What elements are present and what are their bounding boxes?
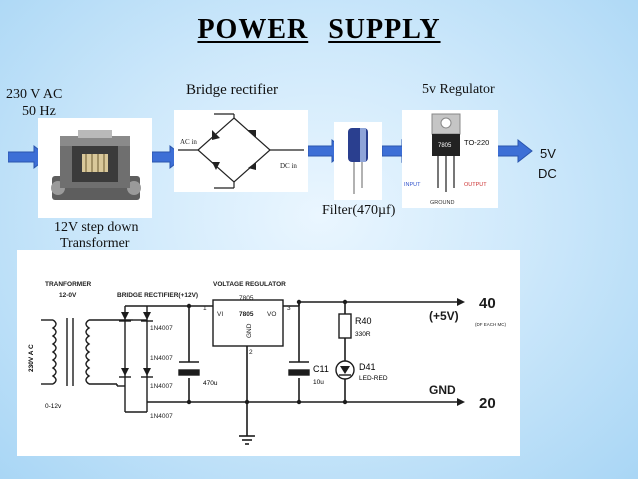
schematic-led-name: D41 xyxy=(359,362,376,372)
schematic-pin-gnd: GND xyxy=(246,323,253,338)
schematic-transformer-rating: 12-0V xyxy=(59,292,77,299)
schematic-primary-label: 230V A C xyxy=(28,344,35,372)
schematic-regulator-part: 7805 xyxy=(239,295,254,302)
regulator-package-text: TO-220 xyxy=(464,138,489,147)
regulator-ground-text: GROUND xyxy=(430,200,454,206)
schematic-res-value: 330R xyxy=(355,331,371,338)
schematic-cap2-name: C11 xyxy=(313,364,329,374)
filter-label: Filter(470µf) xyxy=(322,203,396,218)
schematic-pin-20: 20 xyxy=(479,395,496,412)
filter-capacitor-image xyxy=(334,122,382,200)
schematic-diode-1: 1N4007 xyxy=(150,325,173,332)
schematic-diagram: TRANFORMER 12-0V BRIDGE RECTIFIER(+12V) … xyxy=(17,250,520,456)
title-word-power: POWER xyxy=(197,14,309,45)
arrow-regulator-to-output xyxy=(494,138,533,164)
regulator-label: 5v Regulator xyxy=(422,82,495,97)
schematic-pin3: 3 xyxy=(287,305,291,312)
regulator-output-text: OUTPUT xyxy=(464,182,487,188)
schematic-secondary-label: 0-12v xyxy=(45,403,62,410)
schematic-out-plus-note: (DF EACH MC) xyxy=(475,322,506,327)
schematic-out-gnd: GND xyxy=(429,383,456,397)
bridge-rectifier-image: AC in DC in xyxy=(174,110,308,192)
bridge-rectifier-label: Bridge rectifier xyxy=(186,82,279,98)
schematic-pin2: 2 xyxy=(249,349,253,356)
schematic-diode-4: 1N4007 xyxy=(150,413,173,420)
schematic-pin-40: 40 xyxy=(479,295,496,312)
transformer-label-line1: 12V step down xyxy=(54,220,139,235)
schematic-cap2-value: 10u xyxy=(313,379,324,386)
rectifier-ac-in-text: AC in xyxy=(180,138,197,146)
output-5v-label: 5V xyxy=(540,146,556,161)
schematic-transformer-title: TRANFORMER xyxy=(45,281,92,288)
schematic-diode-2: 1N4007 xyxy=(150,355,173,362)
title-word-supply: SUPPLY xyxy=(328,14,441,45)
transformer-label-line2: Transformer xyxy=(60,236,130,251)
schematic-regulator-title: VOLTAGE REGULATOR xyxy=(213,281,286,288)
schematic-reg-chip: 7805 xyxy=(239,311,254,318)
transformer-image xyxy=(38,118,152,218)
schematic-out-plus: (+5V) xyxy=(429,309,459,323)
schematic-diode-3: 1N4007 xyxy=(150,383,173,390)
schematic-cap1-value: 470u xyxy=(203,380,218,387)
schematic-pin-vi: VI xyxy=(217,311,223,318)
schematic-led-value: LED-RED xyxy=(359,375,388,382)
output-dc-label: DC xyxy=(538,166,557,181)
schematic-bridge-title: BRIDGE RECTIFIER(+12V) xyxy=(117,292,198,299)
page-title: POWER SUPPLY xyxy=(0,14,638,46)
input-frequency-label: 50 Hz xyxy=(22,104,56,119)
schematic-res-name: R40 xyxy=(355,316,372,326)
regulator-input-text: INPUT xyxy=(404,182,421,188)
regulator-image: 7805 TO-220 INPUT OUTPUT GROUND xyxy=(402,110,498,208)
rectifier-dc-in-text: DC in xyxy=(280,162,297,170)
regulator-part-text: 7805 xyxy=(438,143,452,149)
schematic-pin-vo: VO xyxy=(267,311,276,318)
schematic-pin1: 1 xyxy=(203,305,207,312)
input-voltage-label: 230 V AC xyxy=(6,87,63,102)
